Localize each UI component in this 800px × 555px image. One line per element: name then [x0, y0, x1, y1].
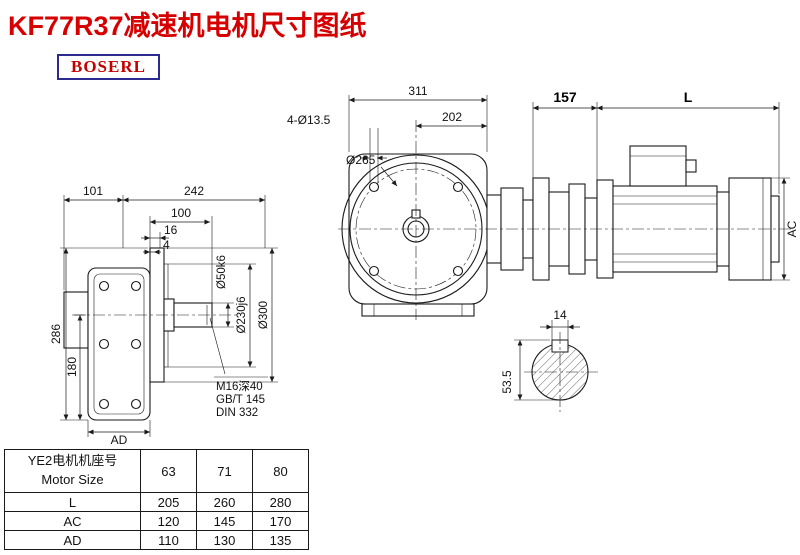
table-header-size-80: 80 [252, 449, 309, 493]
housing-base [361, 303, 475, 317]
cable-gland [685, 159, 697, 173]
dim-53-5: 53.5 [500, 370, 514, 394]
cell-AD-71: 130 [196, 530, 253, 550]
row-label-AD: AD [4, 530, 141, 550]
note-leader [209, 317, 226, 375]
table-header-size-63: 63 [140, 449, 197, 493]
front-view [341, 120, 534, 320]
bolt-hole [130, 280, 142, 292]
brand-logo: BOSERL [57, 54, 160, 80]
dim-L: L [684, 89, 693, 105]
cell-AC-71: 145 [196, 511, 253, 531]
table-row-AD: AD 110 130 135 [4, 530, 309, 550]
dim-101: 101 [83, 184, 103, 198]
page-title: KF77R37减速机电机尺寸图纸 [8, 11, 367, 41]
dim-286: 286 [49, 324, 63, 344]
dim-flange-od: Ø300 [258, 301, 270, 329]
dim-14: 14 [553, 308, 567, 322]
flange-bolt-hole [452, 181, 464, 193]
cell-L-80: 280 [252, 492, 309, 512]
table-row-L: L 205 260 280 [4, 492, 309, 512]
dim-shaft-dia: Ø50k6 [216, 255, 228, 289]
table-header-motor-size: YE2电机机座号 Motor Size [4, 449, 141, 493]
bolt-hole [98, 280, 110, 292]
dim-spigot-dia: Ø230j6 [236, 296, 248, 333]
motor-view [338, 145, 792, 281]
flange-bolt-hole [368, 265, 380, 277]
table-header-row: YE2电机机座号 Motor Size 63 71 80 [4, 449, 309, 493]
table-header-size-71: 71 [196, 449, 253, 493]
note-din: DIN 332 [216, 407, 258, 419]
motor-size-label-cn: YE2电机机座号 [27, 453, 118, 469]
terminal-box [629, 145, 687, 187]
housing-lug [63, 291, 89, 349]
bolt-hole [130, 398, 142, 410]
note-gbt: GB/T 145 [216, 394, 265, 406]
table-row-AC: AC 120 145 170 [4, 511, 309, 531]
dim-4: 4 [163, 238, 170, 252]
dim-242: 242 [184, 184, 204, 198]
note-thread: M16深40 [216, 379, 263, 393]
dim-bolt-holes: 4-Ø13.5 [287, 113, 331, 127]
bolt-hole [98, 398, 110, 410]
row-label-L: L [4, 492, 141, 512]
dim-202: 202 [442, 110, 462, 124]
motor-size-table: YE2电机机座号 Motor Size 63 71 80 L 205 260 2… [4, 449, 309, 550]
dim-311: 311 [408, 84, 427, 98]
dim-180: 180 [65, 357, 79, 377]
dim-AC: AC [785, 220, 799, 237]
dim-157: 157 [553, 89, 577, 105]
cell-L-71: 260 [196, 492, 253, 512]
row-label-AC: AC [4, 511, 141, 531]
bolt-hole [98, 338, 110, 350]
dimension-layer: 101 242 100 16 4 286 180 [49, 84, 799, 447]
side-view [63, 247, 268, 421]
cell-L-63: 205 [140, 492, 197, 512]
dim-flange-dia: Ø265 [346, 153, 376, 167]
cell-AC-80: 170 [252, 511, 309, 531]
motor-size-label-en: Motor Size [41, 472, 104, 487]
dim-16: 16 [164, 223, 178, 237]
bolt-hole [130, 338, 142, 350]
housing-face [93, 273, 145, 415]
flange-bolt-hole [368, 181, 380, 193]
dim-100: 100 [171, 206, 191, 220]
cell-AD-63: 110 [140, 530, 197, 550]
cell-AD-80: 135 [252, 530, 309, 550]
key-section [524, 332, 598, 412]
flange-bolt-hole [452, 265, 464, 277]
dim-AD: AD [111, 433, 128, 447]
brand-name: BOSERL [71, 57, 146, 76]
cell-AC-63: 120 [140, 511, 197, 531]
